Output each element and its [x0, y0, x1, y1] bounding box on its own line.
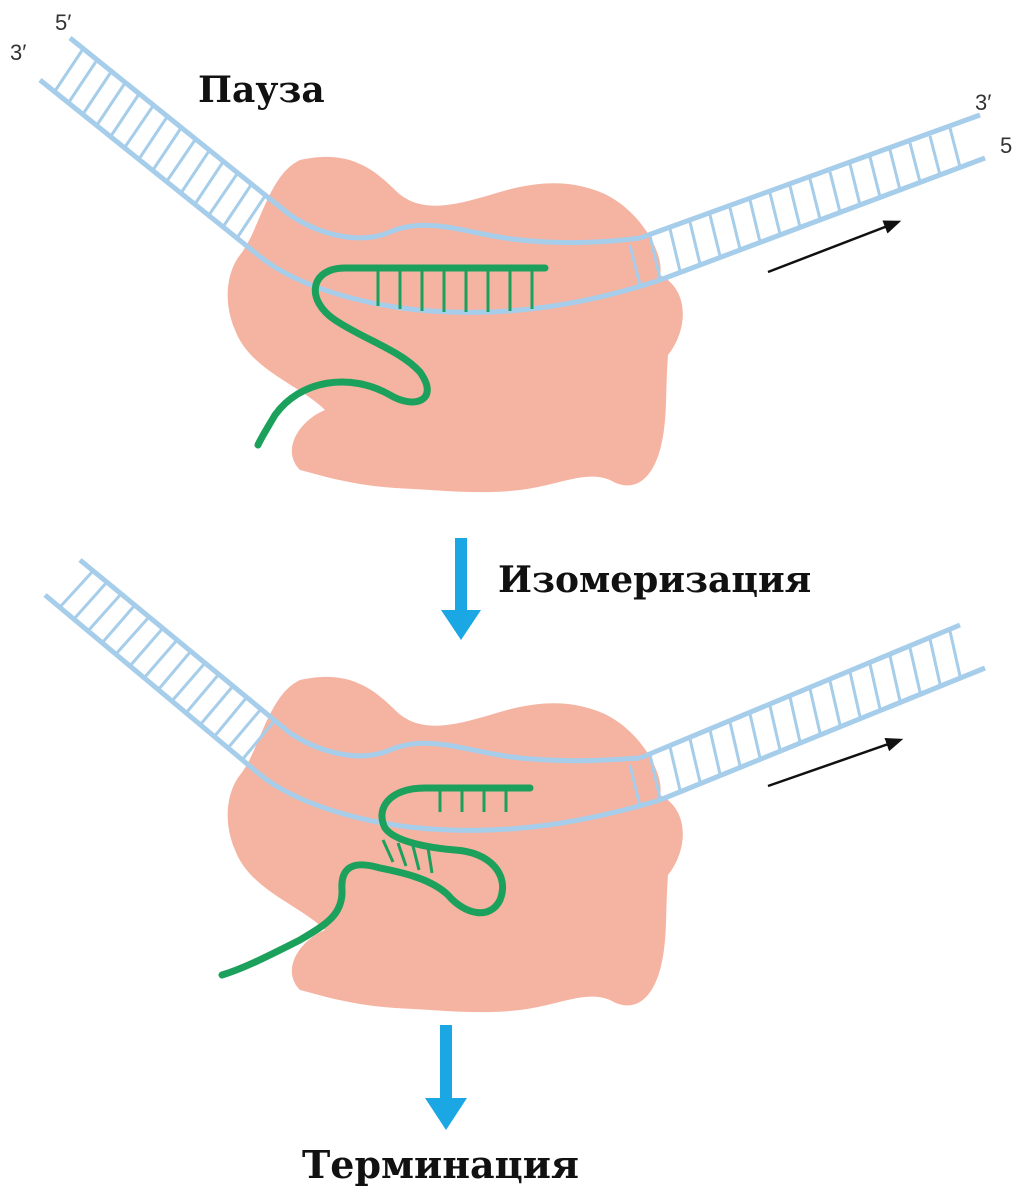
rna-polymerase-blob-2	[228, 677, 683, 1012]
dna-base-pairs-right-2	[630, 631, 960, 806]
pause-label: Пауза	[198, 72, 325, 108]
dna-duplex-right-1	[630, 115, 985, 285]
label-left-5prime: 5′	[55, 12, 71, 34]
termination-arrow	[425, 1025, 467, 1130]
label-left-3prime: 3′	[10, 42, 26, 64]
label-right-5prime: 5	[1000, 135, 1012, 157]
termination-label: Терминация	[302, 1146, 579, 1184]
isomerization-arrow	[441, 538, 481, 640]
isomerization-label: Изомеризация	[498, 562, 811, 598]
stage-pause	[40, 38, 985, 492]
label-right-3prime: 3′	[975, 92, 991, 114]
dna-duplex-left-2	[45, 560, 290, 773]
dna-duplex-right-2	[630, 625, 985, 806]
stage-isomerization	[45, 560, 985, 1012]
rna-polymerase-blob-1	[228, 157, 683, 492]
dna-base-pairs-left-2	[60, 571, 275, 760]
